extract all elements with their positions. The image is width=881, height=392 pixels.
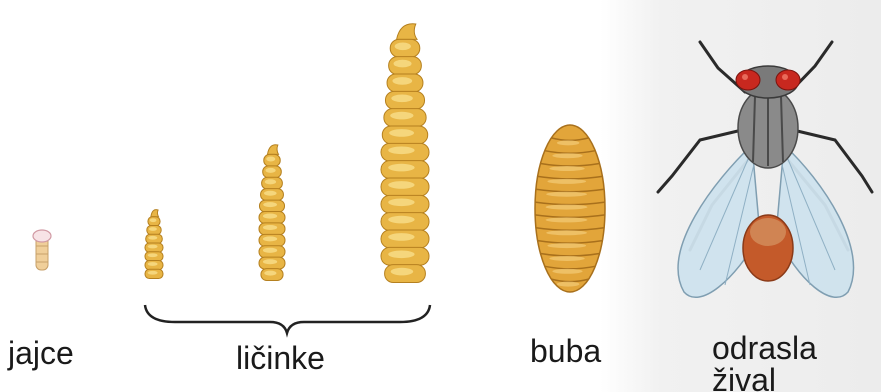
adult-label: odrasla žival <box>712 332 817 392</box>
pupa-illustration <box>535 125 605 292</box>
larvae-label: ličinke <box>236 343 325 373</box>
egg-illustration <box>33 230 51 270</box>
egg-label: jajce <box>8 338 74 368</box>
larva-large-illustration <box>381 24 429 283</box>
larva-small-illustration <box>145 210 163 279</box>
larvae-bracket <box>145 305 430 333</box>
larva-medium-illustration <box>259 145 285 281</box>
adult-label-line2: žival <box>712 364 817 392</box>
adult-label-line1: odrasla <box>712 332 817 364</box>
adult-fly-illustration <box>658 42 872 297</box>
pupa-label: buba <box>530 336 601 366</box>
